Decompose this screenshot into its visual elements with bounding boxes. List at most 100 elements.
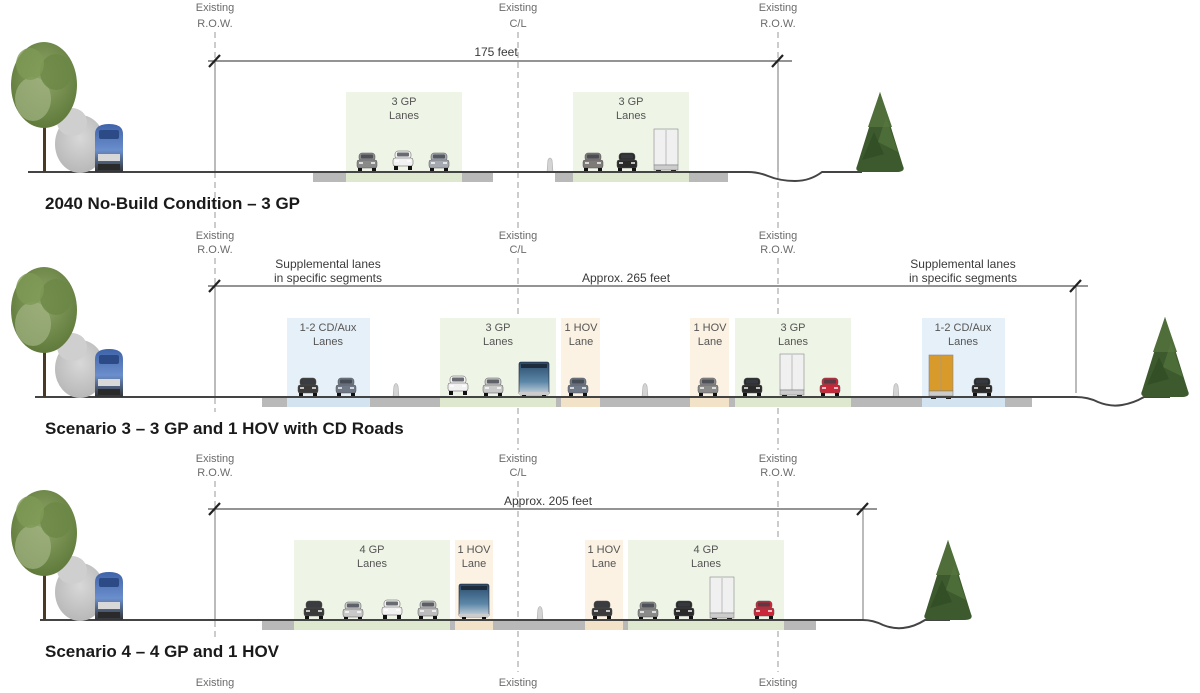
barrier-icon xyxy=(546,157,554,173)
marker-existing-cl: Existing xyxy=(499,453,538,465)
marker-existing-row-left: Existing xyxy=(196,230,235,242)
car-icon xyxy=(303,600,325,620)
lane-label: Lanes xyxy=(313,336,343,348)
marker-row-right: R.O.W. xyxy=(760,244,795,256)
lane-group-gp: 3 GP Lanes xyxy=(346,92,462,182)
lane-label: Lane xyxy=(698,336,722,348)
supplemental-left-line2: in specific segments xyxy=(274,271,382,285)
lane-label: Lanes xyxy=(948,336,978,348)
marker-row-right: R.O.W. xyxy=(760,467,795,479)
lane-label: Lane xyxy=(569,336,593,348)
car-icon xyxy=(297,377,319,397)
ground-line xyxy=(35,396,1170,407)
section-title: 2040 No-Build Condition – 3 GP xyxy=(45,194,300,213)
car-icon xyxy=(582,152,604,172)
lane-group-cd: 1-2 CD/Aux Lanes xyxy=(922,318,1005,407)
evergreen-tree-icon xyxy=(1141,317,1189,397)
car-icon xyxy=(616,152,638,172)
lane-group-hov: 1 HOV Lane xyxy=(585,540,623,630)
car-icon xyxy=(417,600,439,620)
lane-label: Lanes xyxy=(389,110,419,122)
lane-group-gp: 3 GP Lanes xyxy=(735,318,851,407)
lane-group-hov: 1 HOV Lane xyxy=(690,318,729,407)
lane-label: 3 GP xyxy=(485,322,510,334)
section-title: Scenario 3 – 3 GP and 1 HOV with CD Road… xyxy=(45,419,404,438)
lane-label: 1 HOV xyxy=(564,322,598,334)
dimension-tick-right xyxy=(771,54,784,68)
truck-icon xyxy=(779,353,805,398)
marker-cl: C/L xyxy=(509,18,526,30)
marker-row-left: R.O.W. xyxy=(197,467,232,479)
marker-existing-row-left: Existing xyxy=(196,453,235,465)
car-icon xyxy=(342,601,364,621)
lane-label: Lanes xyxy=(691,558,721,570)
lane-group-cd: 1-2 CD/Aux Lanes xyxy=(287,318,370,407)
lane-label: 4 GP xyxy=(359,544,384,556)
marker-existing-row-right: Existing xyxy=(759,2,798,14)
section-no-build: Existing R.O.W. Existing C/L Existing R.… xyxy=(28,2,862,232)
car-icon xyxy=(567,377,589,397)
car-icon xyxy=(673,600,695,620)
car-icon xyxy=(697,377,719,397)
car-icon xyxy=(753,600,775,620)
dimension-tick-right xyxy=(856,502,869,516)
scenery-3 xyxy=(11,490,972,621)
marker-existing-row-left: Existing xyxy=(196,2,235,14)
lane-label: Lane xyxy=(592,558,616,570)
lane-label: 4 GP xyxy=(693,544,718,556)
car-icon xyxy=(819,377,841,397)
evergreen-tree-icon xyxy=(856,92,904,172)
ground-line xyxy=(28,171,862,183)
car-icon xyxy=(741,377,763,397)
supplemental-right-line1: Supplemental lanes xyxy=(910,257,1015,271)
lane-label: Lanes xyxy=(483,336,513,348)
car-icon xyxy=(335,377,357,397)
deciduous-tree-icon xyxy=(11,490,77,620)
lane-label: 3 GP xyxy=(618,96,643,108)
train-icon xyxy=(95,572,123,620)
barrier-icon xyxy=(536,606,544,621)
supplemental-left-line1: Supplemental lanes xyxy=(275,257,380,271)
dimension-tick-right xyxy=(1069,279,1082,293)
dimension-tick-left xyxy=(208,54,221,68)
car-icon xyxy=(447,375,469,395)
car-icon xyxy=(356,152,378,172)
lane-label: Lanes xyxy=(616,110,646,122)
marker-cl: C/L xyxy=(509,244,526,256)
lane-group-hov: 1 HOV Lane xyxy=(561,318,600,407)
lane-label: Lanes xyxy=(357,558,387,570)
width-label: Approx. 265 feet xyxy=(582,271,671,285)
marker-existing-cl-bottom: Existing xyxy=(499,677,538,689)
pavement xyxy=(262,397,1032,407)
lane-label: 3 GP xyxy=(391,96,416,108)
pavement xyxy=(262,620,816,630)
width-label: Approx. 205 feet xyxy=(504,494,593,508)
marker-row-left: R.O.W. xyxy=(197,244,232,256)
marker-existing-cl: Existing xyxy=(499,230,538,242)
lane-group-gp: 4 GP Lanes xyxy=(628,540,784,630)
dimension-tick-left xyxy=(208,279,221,293)
car-icon xyxy=(381,599,403,619)
marker-existing-row-right: Existing xyxy=(759,230,798,242)
shrub-icon xyxy=(55,333,105,398)
lane-label: 1-2 CD/Aux xyxy=(935,322,992,334)
section-scenario-3: Existing R.O.W. Existing C/L Existing R.… xyxy=(35,230,1170,450)
marker-row-right: R.O.W. xyxy=(760,18,795,30)
bus-icon xyxy=(518,361,550,397)
truck-icon xyxy=(709,576,735,621)
ground-line xyxy=(40,619,950,630)
section-scenario-4: Existing R.O.W. Existing C/L Existing R.… xyxy=(40,453,950,689)
lane-group-hov: 1 HOV Lane xyxy=(455,540,493,630)
deciduous-tree-icon xyxy=(11,267,77,397)
width-label: 175 feet xyxy=(474,45,518,59)
marker-existing-cl: Existing xyxy=(499,2,538,14)
scenery-2 xyxy=(11,267,1189,398)
lane-label: 1 HOV xyxy=(693,322,727,334)
barrier-icon xyxy=(392,383,400,398)
lane-label: Lanes xyxy=(778,336,808,348)
car-icon xyxy=(392,150,414,170)
lane-group-gp: 3 GP Lanes xyxy=(440,318,556,407)
supplemental-right-line2: in specific segments xyxy=(909,271,1017,285)
lane-label: 1 HOV xyxy=(457,544,491,556)
